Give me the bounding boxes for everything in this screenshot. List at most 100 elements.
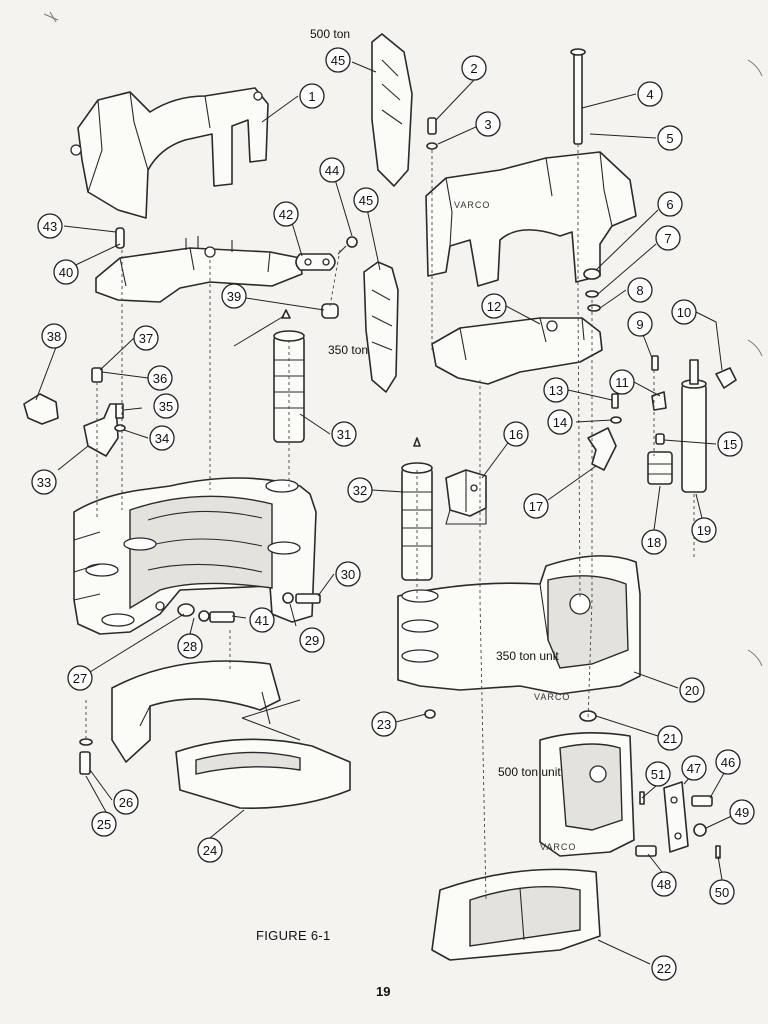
part-41-bolt <box>209 611 235 623</box>
part-19-cylinder <box>681 359 707 493</box>
callout-circle <box>353 187 379 213</box>
callout-number: 35 <box>159 399 173 414</box>
callout-balloon-35: 35 <box>153 393 179 419</box>
callout-balloon-27: 27 <box>67 665 93 691</box>
callout-balloon-36: 36 <box>147 365 173 391</box>
callout-number: 11 <box>615 375 629 390</box>
leader-lines <box>35 61 737 965</box>
callout-circle <box>657 191 683 217</box>
callout-balloon-16: 16 <box>503 421 529 447</box>
callout-balloon-48: 48 <box>651 871 677 897</box>
callout-balloon-49: 49 <box>729 799 755 825</box>
callout-number: 43 <box>43 219 57 234</box>
part-3-washer <box>426 142 438 150</box>
callout-balloon-14: 14 <box>547 409 573 435</box>
callout-circle <box>627 277 653 303</box>
callout-balloon-18: 18 <box>641 529 667 555</box>
callout-number: 26 <box>119 795 133 810</box>
part-23-fitting-lower <box>424 709 436 719</box>
callout-number: 7 <box>664 231 671 246</box>
callout-number: 51 <box>651 767 665 782</box>
label-500-ton-top: 500 ton <box>310 27 350 41</box>
callout-circle <box>657 725 683 751</box>
callout-circle <box>221 283 247 309</box>
callout-balloon-39: 39 <box>221 283 247 309</box>
callout-balloon-43: 43 <box>37 213 63 239</box>
callout-balloon-15: 15 <box>717 431 743 457</box>
callout-circle <box>197 837 223 863</box>
callout-circle <box>149 425 175 451</box>
callout-circle <box>543 377 569 403</box>
callout-circle <box>651 955 677 981</box>
callout-circle <box>31 469 57 495</box>
part-10-fitting <box>715 367 737 389</box>
callout-circle <box>645 761 671 787</box>
callout-balloon-11: 11 <box>609 369 635 395</box>
callout-balloon-2: 2 <box>461 55 487 81</box>
callout-number: 4 <box>646 87 653 102</box>
callout-number: 48 <box>657 877 671 892</box>
left-main-body <box>73 477 317 635</box>
callout-circle <box>347 477 373 503</box>
part-49-nut <box>693 823 707 837</box>
callout-balloon-33: 33 <box>31 469 57 495</box>
callout-number: 42 <box>279 207 293 222</box>
part-13-screw <box>611 393 619 409</box>
callout-circle <box>627 311 653 337</box>
callout-balloon-25: 25 <box>91 811 117 837</box>
callout-number: 47 <box>687 761 701 776</box>
callout-number: 25 <box>97 817 111 832</box>
part-9-screw <box>651 355 659 371</box>
callout-circle <box>177 633 203 659</box>
callout-circle <box>67 665 93 691</box>
callout-circle <box>249 607 275 633</box>
callout-number: 16 <box>509 427 523 442</box>
callout-circle <box>655 225 681 251</box>
callout-balloon-28: 28 <box>177 633 203 659</box>
callout-circle <box>523 493 549 519</box>
part-48-bolt <box>635 845 657 857</box>
callout-number: 10 <box>677 305 691 320</box>
callout-balloon-31: 31 <box>331 421 357 447</box>
callout-number: 31 <box>337 427 351 442</box>
label-350-ton: 350 ton <box>328 343 368 357</box>
callout-circle <box>715 749 741 775</box>
part-45-slip-350 <box>363 261 399 393</box>
callout-number: 45 <box>331 53 345 68</box>
part-44-grease-fitting <box>337 236 358 255</box>
part-16-valve <box>445 469 487 525</box>
part-39-pin <box>321 303 339 319</box>
callout-number: 37 <box>139 331 153 346</box>
callout-balloon-19: 19 <box>691 517 717 543</box>
part-43-pin <box>115 227 125 249</box>
part-7-washer <box>585 290 599 298</box>
callout-circle <box>609 369 635 395</box>
callout-number: 46 <box>721 755 735 770</box>
callout-balloon-8: 8 <box>627 277 653 303</box>
callout-balloon-44: 44 <box>319 157 345 183</box>
callout-balloon-34: 34 <box>149 425 175 451</box>
callout-number: 21 <box>663 731 677 746</box>
part-14-washer <box>610 416 622 424</box>
part-22-base-guide <box>431 868 601 961</box>
callout-circle <box>641 529 667 555</box>
callout-balloon-1: 1 <box>299 83 325 109</box>
callout-balloon-40: 40 <box>53 259 79 285</box>
callout-number: 49 <box>735 805 749 820</box>
part-29-30-bolt <box>282 592 321 604</box>
callout-balloon-21: 21 <box>657 725 683 751</box>
callout-circle <box>503 421 529 447</box>
part-27-28-plug <box>177 603 210 622</box>
callout-number: 24 <box>203 843 217 858</box>
callout-balloon-20: 20 <box>679 677 705 703</box>
label-500-ton-unit: 500 ton unit <box>498 765 561 779</box>
callout-balloon-41: 41 <box>249 607 275 633</box>
callout-circle <box>547 409 573 435</box>
part-45-slip-500 <box>371 33 413 187</box>
part-6-nut <box>583 268 601 280</box>
body-500-unit: VARCO <box>539 732 635 857</box>
callout-circle <box>331 421 357 447</box>
callout-balloons: 1234567891011121314151617181920212223242… <box>31 47 755 981</box>
callout-number: 19 <box>697 523 711 538</box>
callout-circle <box>657 125 683 151</box>
